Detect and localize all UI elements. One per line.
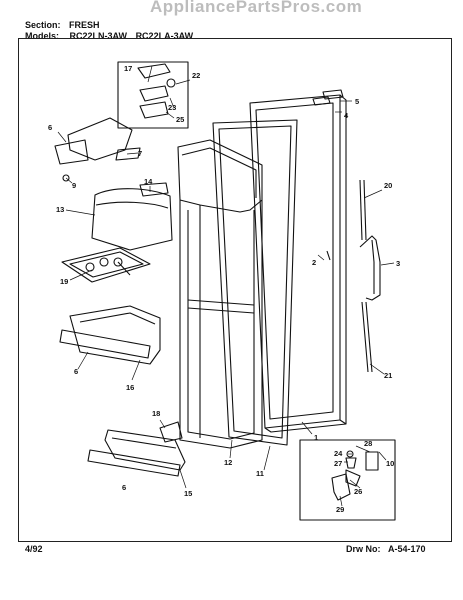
egg-tray — [61, 247, 151, 283]
dairy-compartment — [54, 117, 141, 182]
callout-1: 1 — [314, 433, 318, 442]
footer-date: 4/92 — [25, 544, 43, 554]
callout-14: 14 — [144, 177, 153, 186]
models-heading: Models: RC22LN-3AW RC22LA-3AW — [25, 31, 193, 41]
handle-trim-pieces — [312, 89, 344, 106]
drawing-label: Drw No: — [346, 544, 381, 554]
section-value: FRESH — [69, 20, 100, 30]
callout-10: 10 — [386, 459, 394, 468]
callout-19: 19 — [60, 277, 68, 286]
section-heading: Section: FRESH — [25, 20, 100, 30]
callout-21: 21 — [384, 371, 392, 380]
callout-29: 29 — [336, 505, 344, 514]
callout-4: 4 — [344, 111, 349, 120]
callout-9: 9 — [72, 181, 76, 190]
breaker-strips — [359, 179, 373, 373]
callout-17: 17 — [124, 64, 132, 73]
footer-drawing-number: Drw No: A-54-170 — [346, 544, 426, 554]
door-gasket — [212, 119, 298, 446]
model-2: RC22LA-3AW — [135, 31, 194, 41]
section-label: Section: — [25, 20, 61, 30]
callout-7: 7 — [138, 149, 142, 158]
watermark: AppliancePartsPros.com — [150, 0, 363, 16]
models-label: Models: — [25, 31, 60, 41]
diagram-frame — [18, 38, 452, 542]
callout-2: 2 — [312, 258, 316, 267]
callout-20: 20 — [384, 181, 392, 190]
small-parts-box — [299, 439, 396, 521]
door-panel — [249, 94, 347, 433]
callout-27: 27 — [334, 459, 342, 468]
callout-6-upper: 6 — [74, 367, 78, 376]
callout-3: 3 — [396, 259, 400, 268]
callout-6-lower: 6 — [122, 483, 126, 492]
callout-11: 11 — [256, 469, 264, 478]
callout-25: 25 — [176, 115, 184, 124]
callout-18: 18 — [152, 409, 160, 418]
door-liner — [177, 139, 263, 449]
callout-22: 22 — [192, 71, 200, 80]
hinge-parts-box — [117, 61, 189, 129]
door-shelf-bin — [59, 305, 161, 365]
callout-5: 5 — [355, 97, 359, 106]
leader-lines — [57, 65, 395, 507]
model-1: RC22LN-3AW — [69, 31, 128, 41]
callout-26: 26 — [354, 487, 362, 496]
callout-16: 16 — [126, 383, 134, 392]
cover-and-tray — [91, 182, 173, 251]
callout-13: 13 — [56, 205, 64, 214]
door-handle — [359, 235, 381, 301]
drawing-number: A-54-170 — [388, 544, 426, 554]
callout-12: 12 — [224, 458, 232, 467]
callout-6-dairy: 6 — [48, 123, 52, 132]
callout-15: 15 — [184, 489, 192, 498]
callout-28: 28 — [364, 439, 372, 448]
callout-24: 24 — [334, 449, 343, 458]
callout-23: 23 — [168, 103, 176, 112]
lower-shelf-bin — [87, 421, 186, 477]
